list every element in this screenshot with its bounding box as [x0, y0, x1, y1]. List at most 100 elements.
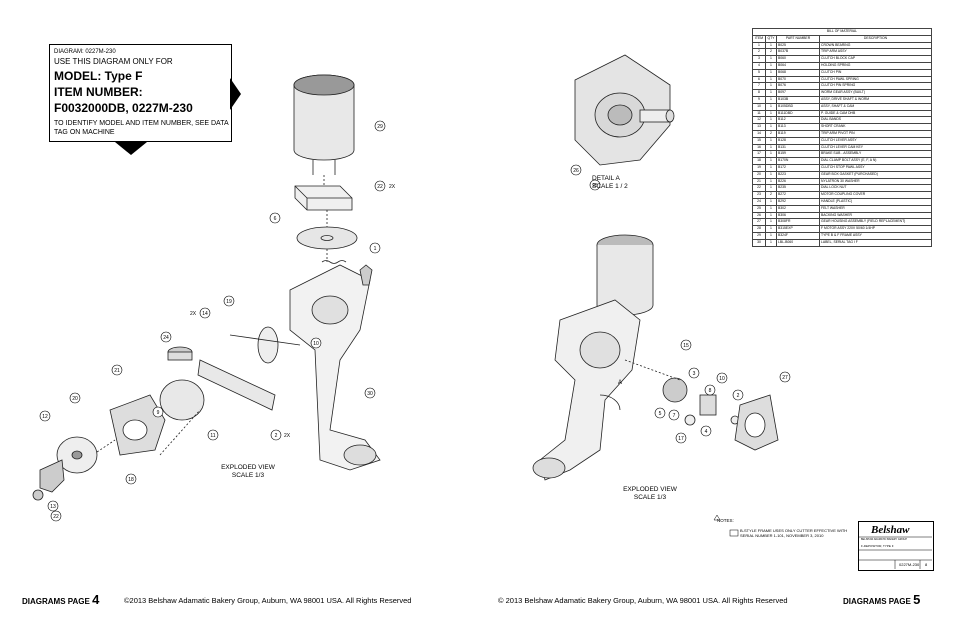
bom-item: 25 [752, 204, 766, 213]
bom-part-number: B025 [776, 41, 820, 50]
bom-description: TRIP ARM ASSY [819, 48, 932, 57]
bom-header-qty: QTY [765, 34, 777, 43]
bom-item: 28 [752, 225, 766, 233]
bom-qty: 1 [765, 197, 777, 206]
bom-part-number: B105DBD [776, 102, 820, 111]
bom-item: 6 [752, 75, 766, 84]
bom-item: 24 [752, 197, 766, 206]
bill-of-material-table: BILL OF MATERIAL ITEM QTY PART NUMBER DE… [752, 28, 932, 247]
bom-description: CLUTCH STOP PAWL ASSY [819, 163, 932, 172]
bom-description: GEAR BOX GASKET (PURCHASED) [819, 170, 932, 179]
bom-item: 7 [752, 82, 766, 91]
title-block-drawing-number: 0227M-230 [899, 562, 920, 567]
bom-qty: 1 [765, 238, 777, 247]
bom-part-number: B324F [776, 231, 820, 240]
bom-item: 29 [752, 231, 766, 240]
bom-description: P. GUIDE & CAM DHB [819, 109, 932, 118]
bom-qty: 1 [765, 55, 777, 63]
callout-11: 11 [210, 433, 215, 439]
bom-description: DIAL CLAMP BOLT ASSY (E, F, A N) [819, 157, 932, 165]
bom-description: TRIP ARM PIVOT PIN [819, 129, 932, 138]
bom-qty: 1 [765, 95, 777, 104]
bom-description: TYPE B & F FRAME ASSY [819, 231, 932, 240]
left-callouts: 29 22 6 1 19 14 24 30 21 20 12 13 22 11 … [39, 120, 396, 522]
right-exploded-view [532, 234, 779, 481]
bom-description: CLUTCH LEVER ASSY [819, 136, 932, 145]
bom-part-number: B306 [776, 211, 820, 220]
bom-title: BILL OF MATERIAL [752, 28, 932, 36]
bom-part-number: B131 [776, 143, 820, 152]
callout-10r: 10 [719, 376, 725, 382]
callout-6: 6 [274, 216, 277, 222]
bom-part-number: B159 [776, 150, 820, 159]
bom-description: BRAKE SUB - ASSEMBLY [819, 150, 932, 159]
callout-29: 29 [377, 124, 383, 130]
callout-3: 3 [693, 371, 696, 377]
note-marker [729, 529, 739, 537]
callout-2x-b: 2X [190, 311, 197, 317]
bom-description: CLUTCH LEVER CAM KEY [819, 143, 932, 152]
bom-qty: 1 [765, 82, 777, 91]
bom-part-number: B119 [776, 129, 820, 138]
callout-19: 19 [226, 299, 232, 305]
diagram-label: DIAGRAM: 0227M-230 [54, 49, 116, 55]
callout-2x-a: 2X [389, 184, 396, 190]
right-copyright: © 2013 Belshaw Adamatic Bakery Group, Au… [498, 596, 788, 605]
callout-2x-c: 2X [284, 433, 291, 439]
bom-part-number: B060 [776, 55, 820, 63]
exploded-view-left-caption: EXPLODED VIEW SCALE 1/3 [221, 464, 275, 479]
callout-7: 7 [673, 413, 676, 419]
callout-25: 25 [592, 183, 598, 189]
bom-description: CLUTCH PIN [819, 68, 932, 77]
motor-drawing [293, 74, 355, 175]
detail-letter-a: A [618, 380, 622, 386]
bom-qty: 1 [765, 143, 777, 152]
bom-part-number: B315EXP [776, 225, 820, 233]
bom-qty: 1 [765, 211, 777, 220]
bom-item: 19 [752, 163, 766, 172]
left-page-label: DIAGRAMS PAGE [22, 597, 90, 606]
bom-item: 3 [752, 55, 766, 63]
bom-part-number: B037B [776, 48, 820, 57]
bom-description: CLUTCH PAWL SPRING [819, 75, 932, 84]
bom-item: 2 [752, 48, 766, 57]
bom-qty: 1 [765, 184, 777, 193]
left-page-number: 4 [92, 592, 100, 607]
diagram-info-box: DIAGRAM: 0227M-230 USE THIS DIAGRAM ONLY… [49, 44, 232, 142]
bom-part-number: B113 [776, 123, 820, 131]
bom-qty: 1 [765, 163, 777, 172]
callout-15: 15 [683, 343, 689, 349]
bom-description: ASSY, DRIVE SHAFT & WORM [819, 95, 932, 104]
bom-qty: 1 [765, 204, 777, 213]
bom-qty: 2 [765, 129, 777, 138]
bom-description: BACKING WASHER [819, 211, 932, 220]
bom-description: CLUTCH BLOCK CAP [819, 55, 932, 63]
bom-part-number: B235 [776, 184, 820, 193]
bom-part-number: B103B [776, 95, 820, 104]
bom-item: 13 [752, 123, 766, 131]
callout-22: 22 [377, 184, 383, 190]
bom-part-number: B112 [776, 116, 820, 125]
handle-drawing [167, 346, 193, 361]
bom-description: HANDLE (PLASTIC) [819, 197, 932, 206]
callout-2: 2 [275, 433, 278, 439]
bom-part-number: B308FR [776, 218, 820, 227]
bom-part-number: B128 [776, 136, 820, 145]
left-exploded-view [32, 74, 381, 501]
use-only-text: USE THIS DIAGRAM ONLY FOR [54, 57, 173, 66]
notes-heading: NOTES: [717, 518, 734, 523]
detail-a-caption: DETAIL A SCALE 1 / 2 [592, 175, 628, 190]
identify-note: TO IDENTIFY MODEL AND ITEM NUMBER, SEE D… [54, 120, 229, 136]
